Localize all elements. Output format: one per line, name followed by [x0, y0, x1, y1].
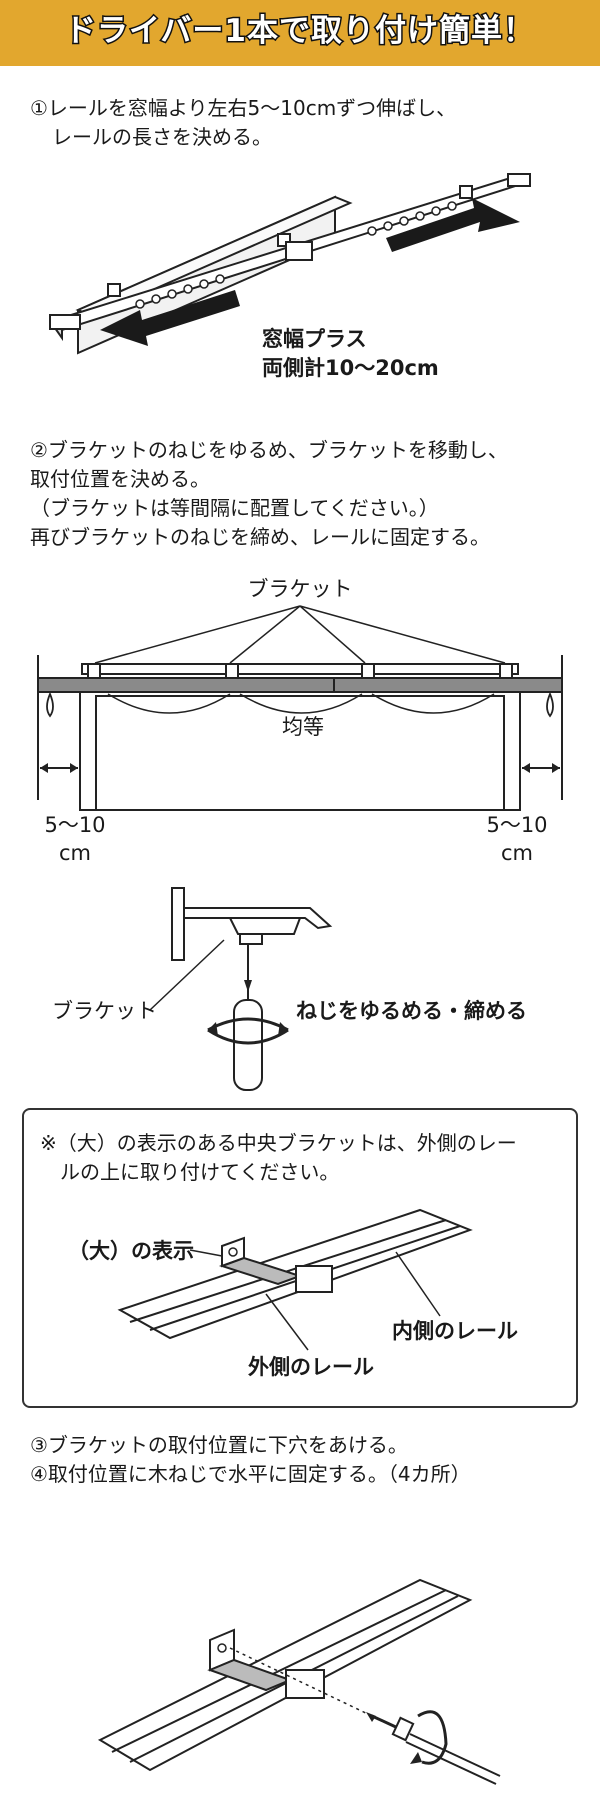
step1-text-line1: ①レールを窓幅より左右5～10cmずつ伸ばし、	[30, 96, 457, 120]
right-extension-value: 5～10	[486, 813, 548, 837]
wood-screw-fixing-illustration	[97, 1578, 501, 1785]
note-box	[22, 1108, 578, 1408]
left-extension-value: 5～10	[44, 813, 106, 837]
note-line2: ルの上に取り付けてください。	[60, 1160, 340, 1184]
bracket-spacing-diagram	[37, 605, 563, 811]
outer-rail-label: 外側のレール	[248, 1355, 374, 1379]
right-extension-unit: cm	[500, 841, 533, 865]
detail-bracket-label: ブラケット	[52, 999, 157, 1023]
large-mark-label: （大）の表示	[68, 1239, 194, 1263]
bracket-screw-detail	[149, 887, 333, 1091]
step2-text-line1: ②ブラケットのねじをゆるめ、ブラケットを移動し、	[30, 438, 508, 462]
inner-rail-label: 内側のレール	[392, 1319, 518, 1343]
step3-text: ③ブラケットの取付位置に下穴をあける。	[30, 1433, 408, 1457]
step2-text-line2: 取付位置を決める。	[30, 467, 210, 491]
equal-label: 均等	[282, 715, 324, 739]
left-extension-unit: cm	[58, 841, 91, 865]
step4-text: ④取付位置に木ねじで水平に固定する。（4カ所）	[30, 1462, 471, 1486]
width-callout-line2: 両側計10～20cm	[262, 356, 439, 380]
step1-text-line2: レールの長さを決める。	[52, 125, 272, 149]
step2-text-line4: 再びブラケットのねじを締め、レールに固定する。	[30, 525, 490, 549]
width-callout-line1: 窓幅プラス	[262, 327, 367, 351]
screw-action-label: ねじをゆるめる・締める	[296, 999, 527, 1023]
bracket-label: ブラケット	[247, 577, 353, 601]
banner-title: ドライバー1本で取り付け簡単！	[64, 12, 536, 51]
step2-text-line3: （ブラケットは等間隔に配置してください。）	[30, 496, 439, 520]
note-line1: ※（大）の表示のある中央ブラケットは、外側のレー	[40, 1131, 517, 1155]
title-banner	[0, 0, 600, 66]
center-bracket-illustration	[117, 1208, 473, 1351]
rail-extension-illustration	[49, 173, 531, 355]
